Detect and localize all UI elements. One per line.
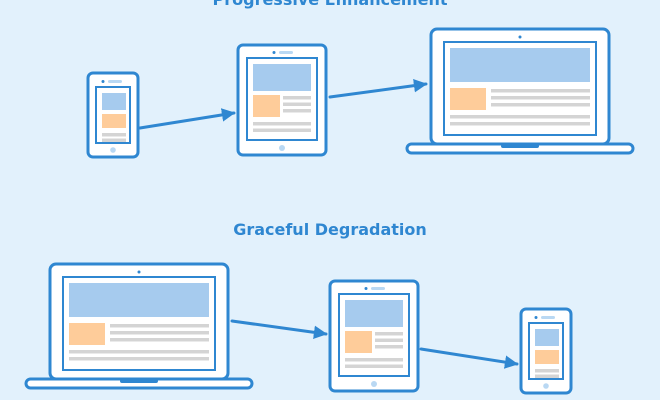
- progressive-arrow-phone-to-tablet: [138, 108, 236, 130]
- progressive-tablet-device-speaker: [279, 51, 293, 54]
- graceful-phone-device-camera: [534, 316, 538, 319]
- progressive-phone-device-home-button: [110, 147, 116, 153]
- progressive-arrow-tablet-to-laptop: [328, 78, 428, 99]
- graceful-phone-device-speaker: [541, 316, 555, 319]
- progressive-phone-device-image-block: [102, 93, 126, 110]
- graceful-tablet-device-text-line: [375, 345, 403, 349]
- progressive-phone-device-camera: [101, 80, 105, 83]
- progressive-tablet-device-text-line: [283, 109, 311, 113]
- graceful-laptop-device-trackpad-notch: [120, 379, 158, 383]
- graceful-phone-device-home-button: [543, 383, 549, 389]
- progressive-tablet-device-accent-block: [253, 95, 280, 117]
- graceful-phone-device-image-block: [535, 329, 559, 346]
- graceful-laptop-device-text-line: [110, 331, 209, 335]
- progressive-phone-device: [86, 71, 140, 159]
- progressive-enhancement-title: Progressive Enhancement: [0, 0, 660, 10]
- graceful-tablet-device-image-block: [345, 300, 403, 327]
- graceful-laptop-device-text-line: [69, 350, 209, 354]
- graceful-tablet-device: [328, 279, 420, 393]
- progressive-tablet-device-text-line: [283, 96, 311, 100]
- progressive-tablet-device-home-button: [279, 145, 285, 151]
- graceful-tablet-device-accent-block: [345, 331, 372, 353]
- graceful-phone-device-text-line: [535, 374, 559, 378]
- graceful-tablet-device-text-line: [345, 358, 403, 362]
- graceful-laptop-device-text-line: [110, 324, 209, 328]
- progressive-laptop-device-image-block: [450, 48, 590, 82]
- progressive-tablet-device-text-line: [253, 128, 311, 132]
- graceful-tablet-device-text-line: [375, 338, 403, 342]
- graceful-degradation-title: Graceful Degradation: [233, 220, 427, 239]
- graceful-laptop-device-accent-block: [69, 323, 105, 345]
- progressive-phone-device-speaker: [108, 80, 122, 83]
- progressive-tablet-device: [236, 43, 328, 157]
- progressive-phone-device-text-line: [102, 133, 126, 137]
- progressive-laptop-device-text-line: [450, 115, 590, 119]
- progressive-laptop-device: [405, 27, 635, 155]
- progressive-laptop-device-text-line: [450, 122, 590, 126]
- progressive-phone-device-text-line: [102, 138, 126, 142]
- graceful-laptop-device-image-block: [69, 283, 209, 317]
- graceful-tablet-device-home-button: [371, 381, 377, 387]
- graceful-laptop-device-text-line: [69, 357, 209, 361]
- graceful-phone-device-accent-block: [535, 350, 559, 364]
- graceful-tablet-device-text-line: [345, 364, 403, 368]
- progressive-tablet-device-text-line: [283, 102, 311, 106]
- progressive-laptop-device-text-line: [491, 89, 590, 93]
- progressive-laptop-device-text-line: [491, 96, 590, 100]
- graceful-laptop-device-text-line: [110, 338, 209, 342]
- progressive-phone-device-accent-block: [102, 114, 126, 128]
- progressive-laptop-device-text-line: [491, 103, 590, 107]
- graceful-tablet-device-camera: [364, 287, 368, 290]
- progressive-laptop-device-accent-block: [450, 88, 486, 110]
- progressive-tablet-device-text-line: [253, 122, 311, 126]
- progressive-tablet-device-camera: [272, 51, 276, 54]
- progressive-tablet-device-image-block: [253, 64, 311, 91]
- graceful-arrow-tablet-to-phone: [419, 347, 519, 369]
- graceful-phone-device: [519, 307, 573, 395]
- progressive-laptop-device-camera: [518, 35, 522, 39]
- graceful-tablet-device-speaker: [371, 287, 385, 290]
- graceful-phone-device-text-line: [535, 369, 559, 373]
- graceful-laptop-device-camera: [137, 270, 141, 274]
- graceful-laptop-device: [24, 262, 254, 390]
- graceful-arrow-laptop-to-tablet: [230, 319, 328, 340]
- graceful-tablet-device-text-line: [375, 332, 403, 336]
- progressive-laptop-device-trackpad-notch: [501, 144, 539, 148]
